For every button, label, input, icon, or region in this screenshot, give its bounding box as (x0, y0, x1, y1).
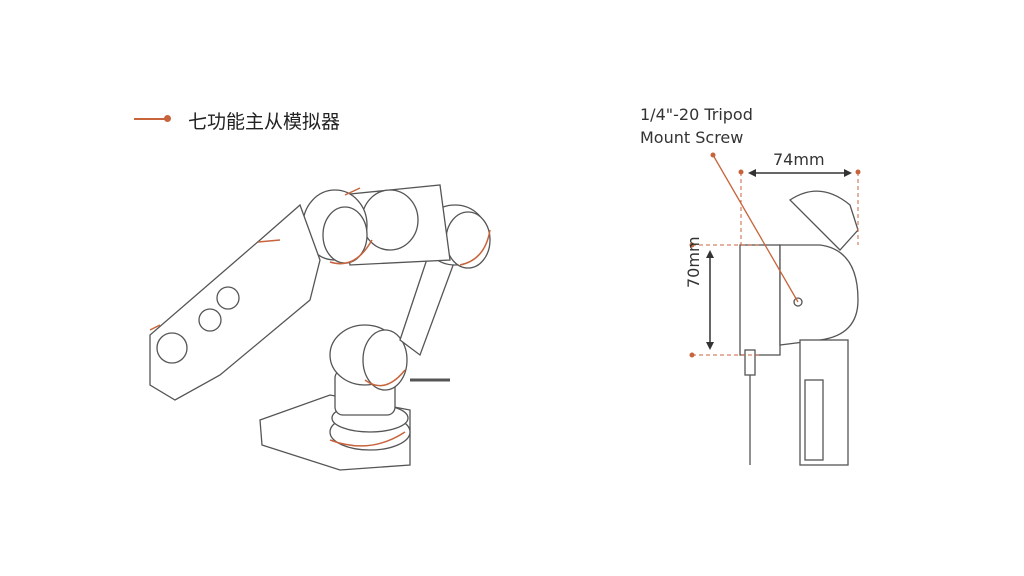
dimension-lines (689, 152, 861, 358)
legend-label: 七功能主从模拟器 (188, 111, 341, 133)
robot-arm-drawing (149, 184, 491, 471)
device-drawing (739, 190, 859, 466)
mount-screw-label-line2: Mount Screw (640, 128, 744, 147)
width-dimension-label: 74mm (773, 150, 825, 169)
height-dimension-label: 70mm (684, 236, 703, 288)
rotation-arrows (149, 187, 491, 447)
legend-dot (164, 115, 171, 122)
legend-line (134, 118, 168, 120)
mount-screw-label-line1: 1/4"-20 Tripod (640, 105, 753, 124)
